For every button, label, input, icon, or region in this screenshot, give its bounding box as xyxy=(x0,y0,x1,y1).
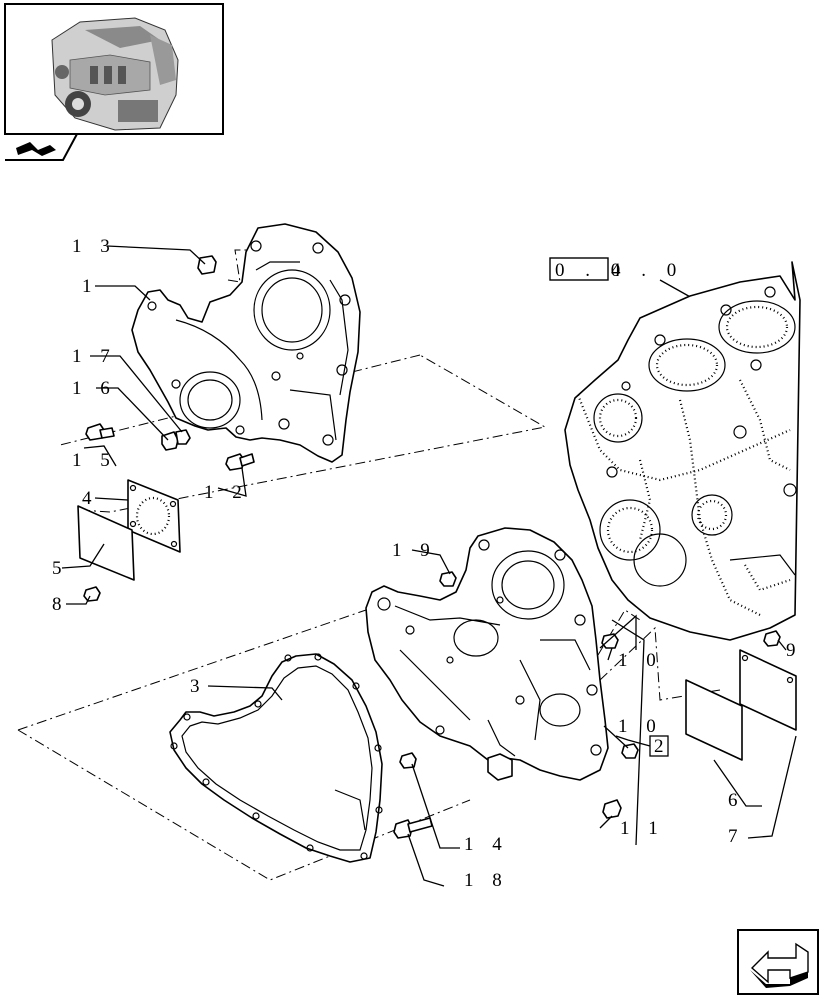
bolt-15 xyxy=(85,423,115,441)
callout-7: 7 xyxy=(728,826,745,847)
upper-timing-cover xyxy=(131,223,361,463)
plug-11 xyxy=(602,799,622,819)
callout-13: 1 3 xyxy=(72,236,117,257)
plug-19 xyxy=(439,571,457,587)
bolt-18 xyxy=(393,817,433,839)
gasket-3 xyxy=(169,653,383,863)
reference-label: 0 . 0 4 . 0 xyxy=(549,257,711,309)
plug-16 xyxy=(161,431,179,451)
engine-block xyxy=(564,261,801,641)
callout-11: 1 1 xyxy=(620,818,665,839)
leader-lines xyxy=(61,245,797,887)
bolt-10a xyxy=(601,633,619,649)
callout-10-lower: 1 0 xyxy=(618,716,663,737)
reference-rest-text: 4 . 0 xyxy=(611,260,684,281)
callout-8: 8 xyxy=(52,594,69,615)
bolt-8 xyxy=(83,586,101,602)
callout-10-upper: 1 0 xyxy=(618,650,663,671)
callout-14: 1 4 xyxy=(464,834,509,855)
callout-6: 6 xyxy=(728,790,745,811)
gasket-4 xyxy=(127,479,181,553)
plate-5 xyxy=(77,505,135,581)
callout-2: 2 xyxy=(654,736,671,757)
book-page-icon[interactable] xyxy=(5,133,79,161)
plate-6 xyxy=(685,679,743,761)
callout-19: 1 9 xyxy=(392,540,437,561)
callout-9: 9 xyxy=(786,640,803,661)
callout-15: 1 5 xyxy=(72,450,117,471)
callout-18: 1 8 xyxy=(464,870,509,891)
lower-timing-cover xyxy=(365,527,609,781)
plate-7 xyxy=(739,649,797,731)
engine-icon xyxy=(51,17,179,131)
bolt-9 xyxy=(763,630,781,647)
bolt-14 xyxy=(399,752,417,769)
plug-17 xyxy=(175,429,191,445)
bolt-13 xyxy=(197,255,217,275)
callout-12: 1 2 xyxy=(204,482,249,503)
next-page-arrow-icon[interactable] xyxy=(737,929,819,995)
bolt-12 xyxy=(225,453,255,471)
callout-3: 3 xyxy=(190,676,207,697)
callout-1: 1 xyxy=(82,276,99,297)
reference-boxed-text: 0 . 0 xyxy=(555,260,628,281)
callout-4: 4 xyxy=(82,488,99,509)
callout-16: 1 6 xyxy=(72,378,117,399)
plug-10b xyxy=(621,743,639,759)
callout-labels: 1 3 1 1 7 1 6 1 5 1 2 4 5 8 1 9 3 1 0 1 … xyxy=(52,236,803,891)
callout-5: 5 xyxy=(52,558,69,579)
callout-17: 1 7 xyxy=(72,346,117,367)
engine-thumbnail[interactable] xyxy=(4,3,224,135)
